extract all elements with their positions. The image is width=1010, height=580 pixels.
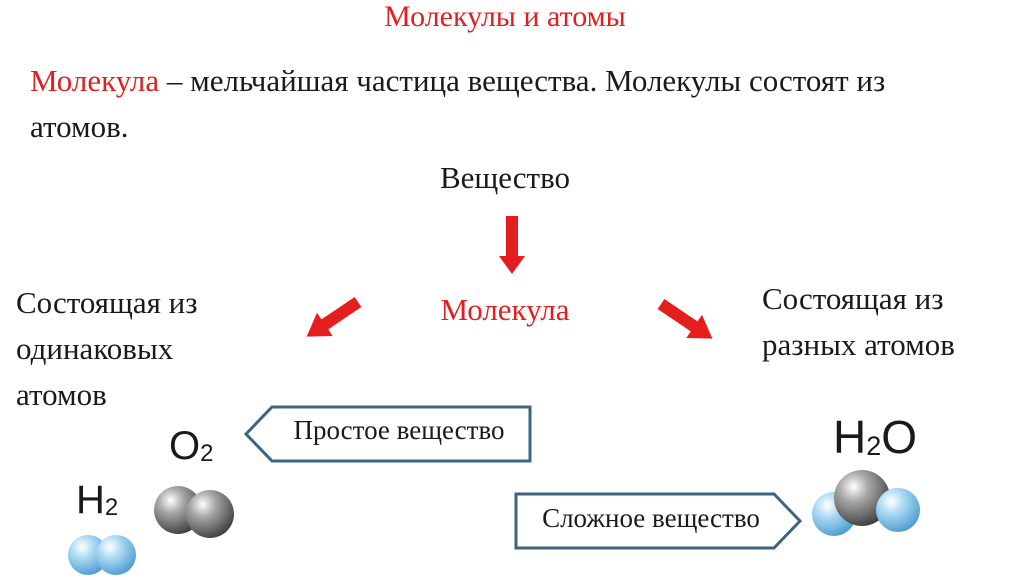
right-diagonal-arrow-icon bbox=[657, 299, 713, 339]
definition-term: Молекула bbox=[30, 63, 160, 98]
h2-index: 2 bbox=[104, 494, 119, 521]
h2-molecule-icon bbox=[68, 535, 136, 575]
complex-substance-arrow-box bbox=[514, 492, 803, 550]
complex-substance-label: Сложное вещество bbox=[542, 503, 760, 533]
definition-rest: – мельчайшая частица вещества. Молекулы … bbox=[30, 63, 886, 144]
h2o-index: 2 bbox=[866, 431, 882, 461]
same-atoms-line-2: одинаковых bbox=[16, 331, 174, 366]
simple-substance-arrow-box bbox=[243, 405, 532, 463]
page-title: Молекулы и атомы bbox=[384, 0, 626, 33]
molecule-label: Молекула bbox=[440, 292, 570, 327]
h2-element: H bbox=[76, 478, 105, 522]
h2-formula: H2 bbox=[76, 478, 118, 523]
h2o-element-2: O bbox=[881, 411, 918, 463]
o2-molecule-icon bbox=[154, 486, 234, 538]
h2o-element-1: H bbox=[833, 411, 867, 463]
left-diagonal-arrow-icon bbox=[306, 297, 362, 337]
same-atoms-line-3: атомов bbox=[16, 377, 107, 412]
definition-text: Молекула – мельчайшая частица вещества. … bbox=[30, 58, 990, 150]
o2-element: O bbox=[169, 424, 201, 468]
different-atoms-label: Состоящая из разных атомов bbox=[762, 276, 955, 368]
same-atoms-label: Состоящая из одинаковых атомов bbox=[16, 280, 198, 418]
down-arrow-icon bbox=[499, 216, 525, 274]
h2o-formula: H2O bbox=[833, 410, 917, 464]
simple-substance-label: Простое вещество bbox=[293, 415, 505, 445]
h2o-molecule-icon bbox=[812, 470, 920, 536]
o2-index: 2 bbox=[200, 440, 214, 467]
substance-label: Вещество bbox=[439, 160, 571, 195]
different-atoms-line-2: разных атомов bbox=[762, 327, 955, 362]
different-atoms-line-1: Состоящая из bbox=[762, 281, 944, 316]
same-atoms-line-1: Состоящая из bbox=[16, 285, 198, 320]
o2-formula: O2 bbox=[169, 424, 213, 469]
